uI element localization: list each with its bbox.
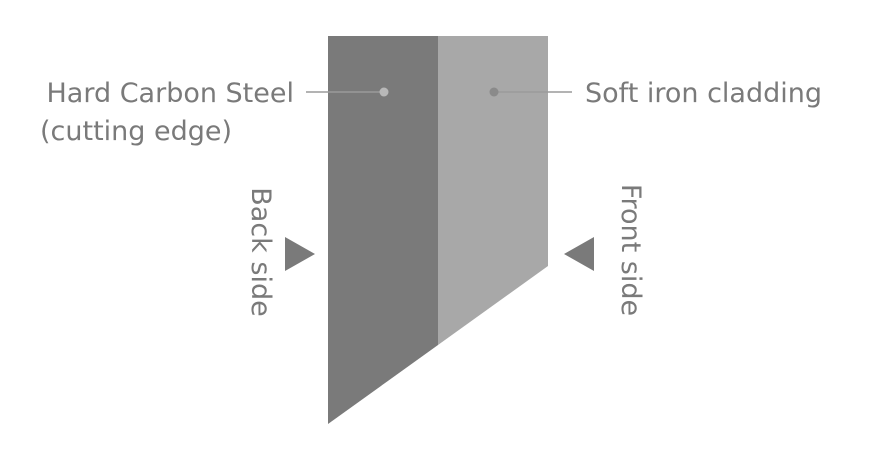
soft-iron-cladding-layer bbox=[438, 36, 548, 345]
back-side-label: Back side bbox=[245, 187, 276, 316]
soft-iron-cladding-label: Soft iron cladding bbox=[585, 78, 822, 109]
front-side-arrow-icon bbox=[564, 237, 594, 271]
soft-iron-leader-dot bbox=[489, 87, 499, 97]
hard-steel-leader-dot bbox=[379, 87, 389, 97]
back-side-arrow-icon bbox=[285, 237, 315, 271]
hard-carbon-steel-layer bbox=[328, 36, 438, 424]
front-side-label: Front side bbox=[615, 184, 646, 316]
cutting-edge-label: (cutting edge) bbox=[40, 116, 232, 147]
hard-carbon-steel-label: Hard Carbon Steel bbox=[47, 78, 295, 109]
